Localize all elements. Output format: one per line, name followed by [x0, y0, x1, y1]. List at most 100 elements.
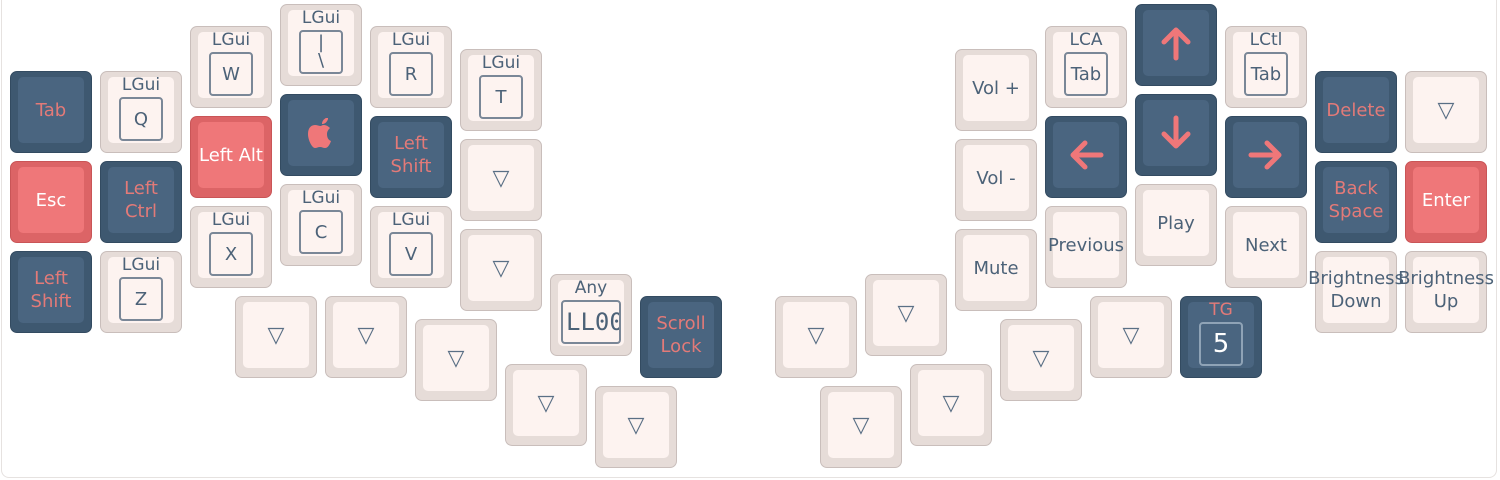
key-arrow-up[interactable] — [1135, 4, 1217, 86]
tap-label: Z — [119, 277, 163, 321]
key-esc[interactable]: Esc — [10, 161, 92, 243]
key-arrow-left[interactable] — [1045, 116, 1127, 198]
thumb-key-transparent[interactable]: ▽ — [820, 386, 902, 468]
transparent-icon: ▽ — [627, 412, 645, 438]
transparent-icon: ▽ — [447, 345, 465, 371]
thumb-key-transparent[interactable]: ▽ — [1000, 319, 1082, 401]
key-label-line2: Shift — [390, 156, 432, 177]
thumb-key-transparent[interactable]: ▽ — [775, 296, 857, 378]
key-label-line1: Brightness — [1308, 268, 1404, 289]
hold-label: TG — [1209, 300, 1233, 320]
key-label: Delete — [1326, 99, 1386, 121]
transparent-icon: ▽ — [492, 165, 510, 191]
key-label: Left Alt — [199, 144, 263, 166]
tap-label: Tab — [1244, 52, 1288, 96]
key-label: Vol - — [976, 167, 1016, 189]
key-label: Tab — [35, 99, 67, 121]
key-label-line2: Down — [1330, 291, 1382, 312]
thumb-key-transparent[interactable]: ▽ — [595, 386, 677, 468]
thumb-key-transparent[interactable]: ▽ — [910, 364, 992, 446]
tap-label: W — [209, 52, 253, 96]
key-label-line1: Brightness — [1398, 268, 1494, 289]
hold-label: LGui — [211, 210, 251, 230]
arrow-right-icon — [1248, 140, 1282, 170]
key-transparent[interactable]: ▽ — [460, 229, 542, 311]
key-next[interactable]: Next — [1225, 206, 1307, 288]
transparent-icon: ▽ — [1437, 97, 1455, 123]
transparent-icon: ▽ — [1122, 322, 1140, 348]
key-arrow-right[interactable] — [1225, 116, 1307, 198]
key-label-line1: Left — [394, 133, 428, 154]
apple-icon — [308, 118, 331, 148]
arrow-down-icon — [1161, 115, 1191, 149]
hold-label: LCA — [1069, 30, 1103, 50]
shifted-symbol: | — [317, 32, 325, 53]
key-label-line1: Scroll — [656, 313, 706, 334]
key-transparent[interactable]: ▽ — [460, 139, 542, 221]
hold-label: LGui — [121, 75, 161, 95]
thumb-key-transparent[interactable]: ▽ — [415, 319, 497, 401]
key-transparent[interactable]: ▽ — [1405, 71, 1487, 153]
tap-label: Tab — [1064, 52, 1108, 96]
transparent-icon: ▽ — [807, 322, 825, 348]
key-tab[interactable]: Tab — [10, 71, 92, 153]
key-label: Esc — [35, 189, 67, 211]
key-apple[interactable] — [280, 94, 362, 176]
thumb-key-transparent[interactable]: ▽ — [505, 364, 587, 446]
key-label: Next — [1245, 234, 1287, 256]
thumb-key-transparent[interactable]: ▽ — [325, 296, 407, 378]
transparent-icon: ▽ — [492, 255, 510, 281]
key-mute[interactable]: Mute — [955, 229, 1037, 311]
arrow-left-icon — [1070, 140, 1104, 170]
thumb-key-transparent[interactable]: ▽ — [235, 296, 317, 378]
thumb-key-transparent[interactable]: ▽ — [865, 274, 947, 356]
key-label-line1: Left — [124, 178, 158, 199]
key-volume-up[interactable]: Vol + — [955, 49, 1037, 131]
transparent-icon: ▽ — [1032, 345, 1050, 371]
hold-label: LGui — [121, 255, 161, 275]
hold-label: LGui — [481, 53, 521, 73]
key-label: Enter — [1421, 189, 1471, 211]
key-label-line2: Shift — [30, 291, 72, 312]
tap-label: 5 — [1199, 322, 1243, 366]
transparent-icon: ▽ — [897, 300, 915, 326]
hold-label: LGui — [391, 30, 431, 50]
tap-label: LL00 — [561, 300, 621, 344]
key-label-line1: Left — [34, 268, 68, 289]
key-delete[interactable]: Delete — [1315, 71, 1397, 153]
key-enter[interactable]: Enter — [1405, 161, 1487, 243]
tap-label: R — [389, 52, 433, 96]
key-label: Mute — [973, 257, 1019, 279]
hold-label: LGui — [301, 8, 341, 28]
thumb-key-transparent[interactable]: ▽ — [1090, 296, 1172, 378]
transparent-icon: ▽ — [267, 322, 285, 348]
key-label: Play — [1157, 212, 1195, 234]
key-left-alt[interactable]: Left Alt — [190, 116, 272, 198]
key-previous[interactable]: Previous — [1045, 206, 1127, 288]
key-arrow-down[interactable] — [1135, 94, 1217, 176]
transparent-icon: ▽ — [942, 390, 960, 416]
key-play[interactable]: Play — [1135, 184, 1217, 266]
key-volume-down[interactable]: Vol - — [955, 139, 1037, 221]
hold-label: LCtl — [1249, 30, 1283, 50]
key-pipe-backslash[interactable]: LGui|\ — [280, 4, 362, 86]
